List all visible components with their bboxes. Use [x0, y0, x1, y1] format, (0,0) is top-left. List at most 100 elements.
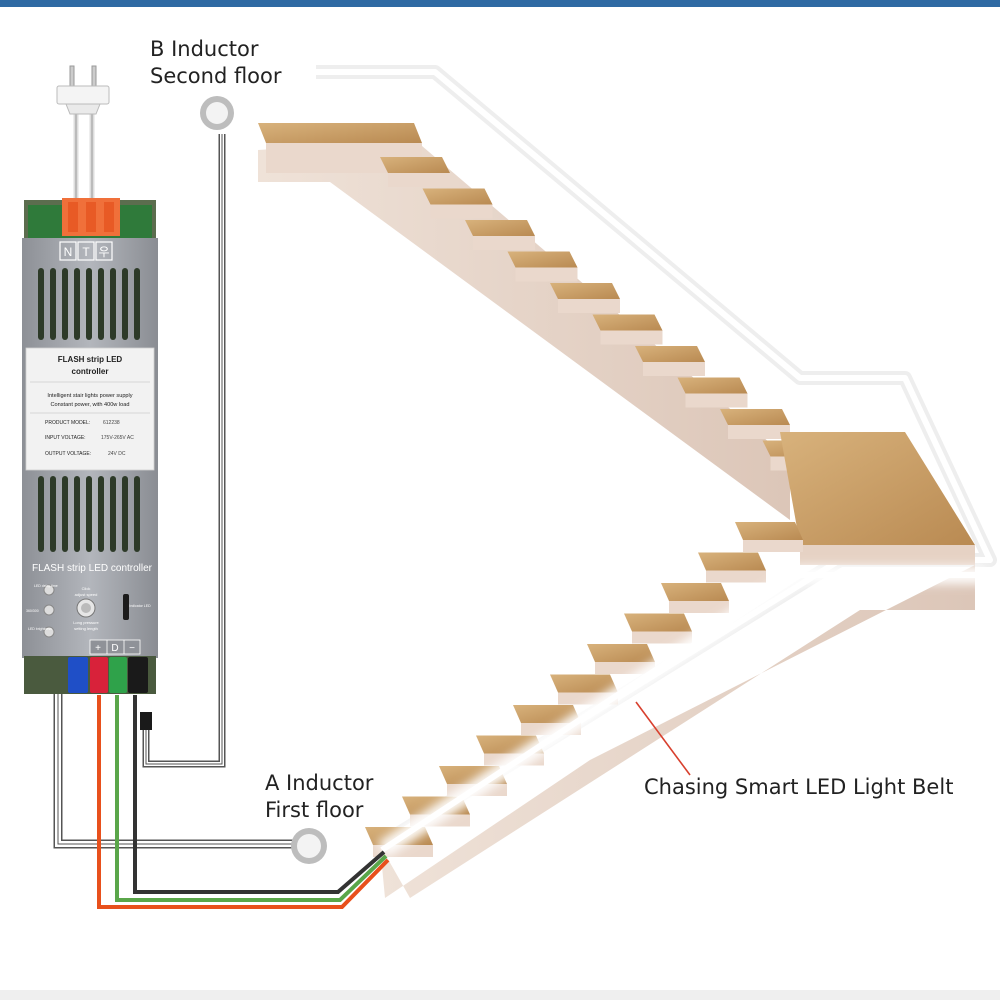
landing — [780, 432, 975, 565]
stair-riser — [632, 631, 692, 644]
brand-letter: N — [64, 245, 73, 259]
stair-tread — [592, 314, 663, 331]
stair-riser — [728, 425, 790, 439]
info-panel — [25, 347, 155, 471]
stair-riser — [558, 299, 620, 313]
stair-tread — [698, 552, 766, 571]
btn1-label: LED delay time — [34, 584, 58, 588]
vent-slot — [62, 476, 68, 552]
b-inductor-sensor — [200, 96, 234, 130]
output-voltage-label: OUTPUT VOLTAGE: — [45, 451, 91, 457]
upper-stair-flight — [258, 123, 975, 565]
stair-tread — [550, 674, 618, 693]
stair-tread — [720, 409, 790, 425]
stair-tread — [624, 613, 692, 632]
terminal-plus: + — [95, 643, 101, 654]
a-inductor-label: A Inductor First floor — [265, 770, 373, 824]
power-cord — [73, 110, 95, 205]
b-inductor-label: B Inductor Second floor — [150, 36, 282, 90]
input-voltage-value: 175V-265V AC — [101, 435, 134, 441]
vent-slot — [98, 268, 104, 340]
vent-slot — [38, 476, 44, 552]
stair-tread — [465, 220, 535, 236]
indicator-led — [123, 594, 129, 620]
stair-tread — [550, 283, 620, 299]
click-hint-line2: adjust speed — [75, 592, 98, 597]
vent-slot — [74, 268, 80, 340]
a-inductor-sensor — [291, 828, 327, 864]
stair-tread — [587, 644, 655, 662]
stair-tread — [507, 251, 578, 268]
connector-black — [128, 657, 148, 693]
stair-tread — [735, 522, 803, 540]
wire-black — [133, 695, 386, 894]
vent-slot — [110, 476, 116, 552]
brightness-button[interactable] — [43, 626, 55, 638]
vent-slot — [50, 268, 56, 340]
vent-slot — [38, 268, 44, 340]
led-light-belt — [377, 566, 985, 858]
stair-tread — [513, 705, 581, 723]
product-model-label: PRODUCT MODEL: — [45, 420, 90, 426]
vent-slot — [98, 476, 104, 552]
vent-slot — [122, 476, 128, 552]
light-belt-pointer — [635, 701, 691, 776]
stair-riser — [600, 330, 663, 345]
led-controller: N T 우 FLASH strip LED controller Intelli… — [22, 198, 158, 730]
vent-slot — [86, 268, 92, 340]
stair-riser — [430, 204, 493, 219]
b-inductor-floor: Second floor — [150, 64, 282, 88]
mode-button[interactable] — [43, 604, 55, 616]
vent-slot — [134, 476, 140, 552]
vent-slot — [122, 268, 128, 340]
terminal-strip: + D − — [89, 639, 141, 655]
stair-tread — [677, 377, 748, 394]
stair-tread — [258, 123, 422, 143]
wires — [53, 110, 390, 909]
vent-slot — [110, 268, 116, 340]
btn2-label: 360/300 — [26, 609, 39, 613]
vent-slot — [86, 476, 92, 552]
wire-red — [97, 695, 390, 909]
panel-title-line2: controller — [72, 367, 109, 376]
panel-desc-line2: Constant power, with 400w load — [51, 402, 130, 408]
lower-steps — [365, 522, 803, 857]
terminal-minus: − — [129, 643, 135, 654]
stair-riser — [388, 173, 450, 187]
power-plug — [56, 65, 110, 115]
vent-slot — [134, 268, 140, 340]
b-inductor-title: B Inductor — [150, 37, 259, 61]
input-voltage-label: INPUT VOLTAGE: — [45, 435, 86, 441]
click-hint-line1: Click — [82, 586, 91, 591]
vent-slots-top — [38, 268, 140, 340]
connector-red — [90, 657, 108, 693]
delay-time-button[interactable] — [43, 584, 55, 596]
light-belt-label: Chasing Smart LED Light Belt — [644, 775, 954, 799]
connector-blue — [68, 657, 88, 693]
control-buttons: LED delay time 360/300 LED brightness Cl… — [26, 584, 151, 638]
terminal-data: D — [111, 643, 118, 654]
product-model-value: 612238 — [103, 420, 120, 426]
vent-slot — [62, 268, 68, 340]
stair-riser — [643, 362, 705, 376]
vent-slot — [74, 476, 80, 552]
stair-riser — [685, 393, 748, 408]
upper-stair-stringer — [258, 140, 790, 520]
brand-logo: N T 우 — [59, 241, 113, 261]
vent-slot — [50, 476, 56, 552]
a-inductor-floor: First floor — [265, 798, 364, 822]
controller-bottom-title: FLASH strip LED controller — [32, 563, 153, 574]
long-press-line2: setting length — [74, 626, 98, 631]
brand-letter: 우 — [98, 245, 109, 259]
connector-green — [109, 657, 127, 693]
stair-tread — [635, 346, 705, 362]
btn3-label: LED brightness — [28, 627, 52, 631]
vent-slots-bottom — [38, 476, 140, 552]
stair-riser — [473, 236, 535, 250]
stair-riser — [669, 601, 729, 613]
panel-desc-line1: Intelligent stair lights power supply — [47, 393, 132, 399]
lower-stair-stringer — [380, 565, 975, 898]
output-voltage-value: 24V DC — [108, 451, 126, 457]
stair-tread — [661, 583, 729, 601]
